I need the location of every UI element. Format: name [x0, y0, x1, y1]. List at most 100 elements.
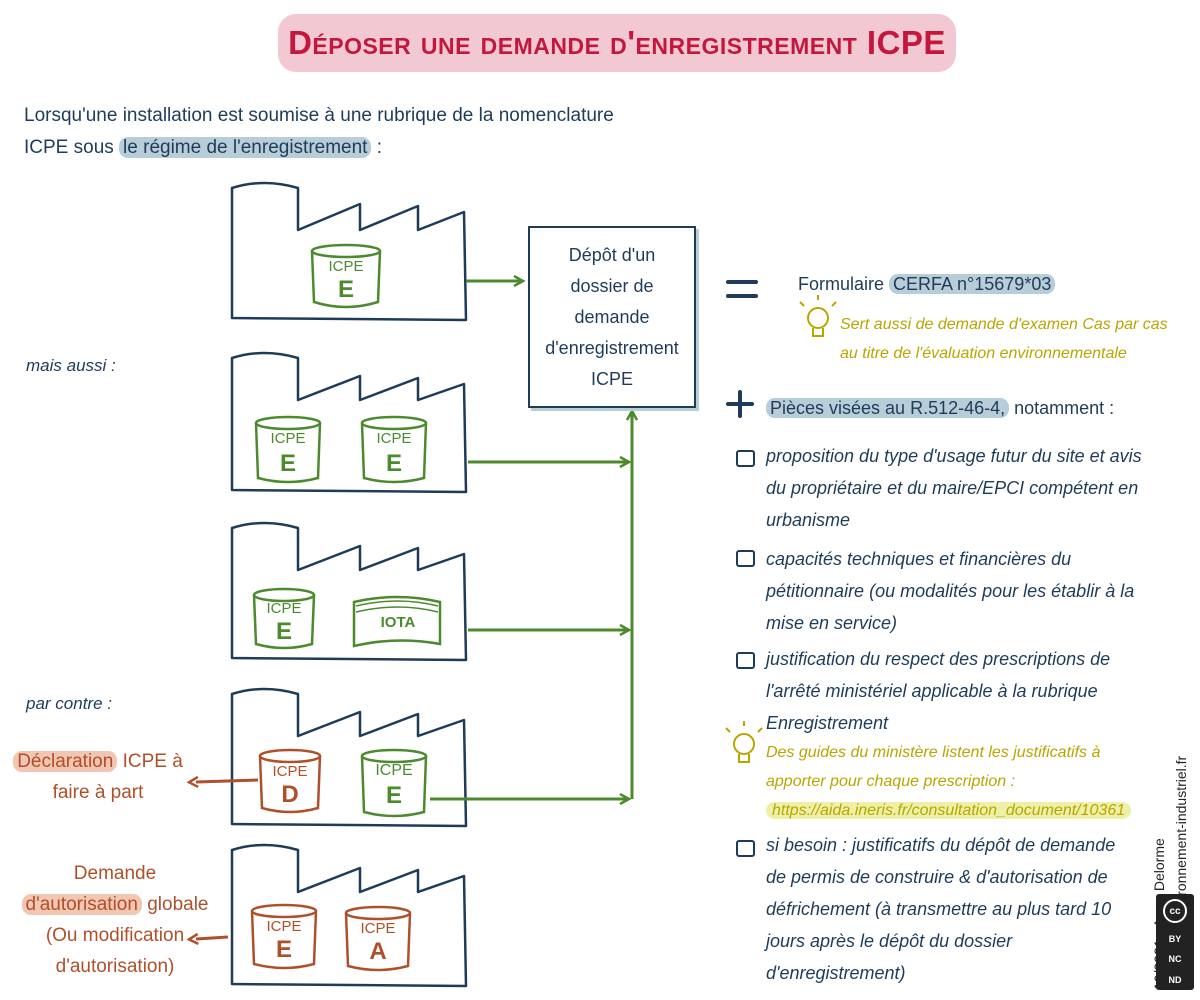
badge-icpe-3: ICPE	[376, 430, 412, 447]
list-item: justification du respect des prescriptio…	[766, 643, 1166, 739]
icpe-e-barrel-2	[254, 415, 322, 484]
declaration-highlight: Déclaration	[13, 751, 118, 772]
item-4-line-4: jours après le dépôt du dossier	[766, 931, 1013, 951]
depot-line-3: demande	[574, 306, 650, 327]
list-item: proposition du type d'usage futur du sit…	[766, 440, 1166, 536]
item-2-line-1: capacités techniques et financières du	[766, 549, 1072, 569]
list-item: capacités techniques et financières du p…	[766, 543, 1166, 639]
factory-icon	[230, 843, 468, 988]
badge-e-5: E	[385, 782, 402, 809]
item-4-line-5: d'enregistrement)	[766, 963, 906, 983]
nc-badge: NC	[1168, 954, 1182, 965]
iota-scroll	[352, 595, 442, 648]
badge-icpe-2: ICPE	[270, 430, 306, 447]
formulaire-prefix: Formulaire	[798, 274, 890, 294]
pieces-line: Pièces visées au R.512-46-4, notamment :	[766, 398, 1114, 419]
intro-prefix: ICPE sous	[24, 137, 114, 158]
autorisation-line-3: (Ou modification	[45, 925, 185, 946]
arrow-icon	[196, 937, 229, 939]
guides-line-1: Des guides du ministère listent les just…	[766, 744, 1101, 761]
badge-icpe-5: ICPE	[375, 762, 413, 779]
badge-icpe-4: ICPE	[266, 600, 302, 617]
declaration-rest: ICPE à	[117, 751, 183, 772]
creative-commons-icon: cc BY NC ND	[1156, 894, 1194, 990]
autorisation-rest: globale	[141, 894, 209, 915]
cerfa-note-line-2: au titre de l'évaluation environnemental…	[840, 345, 1127, 362]
list-item: si besoin : justificatifs du dépôt de de…	[766, 829, 1156, 989]
depot-dossier-box: Dépôt d'un dossier de demande d'enregist…	[528, 226, 696, 408]
cerfa-highlight: CERFA n°15679*03	[889, 274, 1056, 294]
nd-badge: ND	[1168, 974, 1182, 985]
mais-aussi-label: mais aussi :	[26, 356, 116, 375]
depot-line-2: dossier de	[570, 275, 654, 296]
badge-icpe-d: ICPE	[272, 763, 308, 780]
item-3-line-2: l'arrêté ministériel applicable à la rub…	[766, 681, 1098, 701]
equals-sign-drawing	[726, 280, 758, 298]
badge-iota: IOTA	[380, 614, 416, 631]
icpe-e-barrel-1	[310, 243, 382, 309]
page-title: Déposer une demande d'enregistrement ICP…	[288, 24, 946, 61]
declaration-line-2: faire à part	[52, 782, 144, 803]
pieces-highlight: Pièces visées au R.512-46-4,	[766, 398, 1010, 418]
item-2-line-2: pétitionnaire (ou modalités pour les éta…	[766, 581, 1135, 601]
cerfa-note-line-1: Sert aussi de demande d'examen Cas par c…	[840, 316, 1168, 333]
autorisation-line-1: Demande	[73, 863, 157, 884]
item-1-line-1: proposition du type d'usage futur du sit…	[766, 446, 1142, 466]
regime-highlight: le régime de l'enregistrement	[119, 137, 372, 158]
item-1-line-3: urbanisme	[766, 510, 851, 530]
autorisation-highlight: d'autorisation	[21, 894, 142, 915]
lightbulb-icon	[725, 721, 763, 763]
badge-icpe-1: ICPE	[328, 258, 364, 275]
by-badge: BY	[1168, 933, 1182, 944]
intro-text: Lorsqu'une installation est soumise à un…	[24, 100, 684, 164]
depot-line-5: ICPE	[590, 368, 633, 389]
item-4-line-3: défrichement (à transmettre au plus tard…	[766, 899, 1112, 919]
badge-d: D	[281, 781, 299, 808]
icpe-a-barrel	[344, 905, 412, 972]
factory-icon	[230, 181, 468, 322]
guides-note: Des guides du ministère listent les just…	[766, 738, 1156, 825]
cc-badge: cc	[1163, 899, 1187, 924]
depot-line-1: Dépôt d'un	[568, 244, 656, 265]
checkbox-icon	[736, 652, 755, 669]
checkbox-icon	[736, 550, 755, 567]
badge-e-2: E	[279, 450, 296, 477]
icpe-e-barrel-orange	[250, 903, 318, 970]
icpe-e-barrel-5	[360, 748, 428, 818]
checkbox-icon	[736, 450, 755, 467]
cerfa-note: Sert aussi de demande d'examen Cas par c…	[840, 310, 1168, 368]
item-1-line-2: du propriétaire et du maire/EPCI compéte…	[766, 478, 1139, 498]
intro-line-2: ICPE sous le régime de l'enregistrement …	[24, 132, 684, 164]
badge-e-6: E	[275, 936, 292, 963]
badge-e-3: E	[385, 450, 402, 477]
depot-line-4: d'enregistrement	[545, 337, 679, 358]
pieces-rest: notamment :	[1009, 398, 1115, 418]
item-4-line-1: si besoin : justificatifs du dépôt de de…	[766, 835, 1116, 855]
lightbulb-icon	[799, 295, 837, 337]
badge-icpe-6: ICPE	[266, 918, 302, 935]
badge-e-4: E	[275, 618, 292, 645]
item-3-line-1: justification du respect des prescriptio…	[766, 649, 1111, 669]
guides-line-2: apporter pour chaque prescription :	[766, 773, 1016, 790]
declaration-label: Déclaration ICPE à faire à part	[12, 746, 184, 808]
icpe-e-barrel-4	[252, 587, 316, 650]
factory-icon	[230, 351, 468, 494]
aida-link[interactable]: https://aida.ineris.fr/consultation_docu…	[766, 802, 1132, 819]
badge-e-1: E	[337, 276, 354, 303]
autorisation-line-4: d'autorisation)	[55, 956, 175, 977]
icpe-d-barrel	[258, 748, 322, 814]
badge-a: A	[369, 938, 387, 965]
intro-suffix: :	[371, 137, 383, 158]
intro-line-1: Lorsqu'une installation est soumise à un…	[24, 105, 614, 126]
arrow-icon	[196, 780, 259, 782]
item-3-line-3: Enregistrement	[766, 713, 889, 733]
item-4-line-2: de permis de construire & d'autorisation…	[766, 867, 1108, 887]
par-contre-label: par contre :	[26, 694, 112, 713]
item-2-line-3: mise en service)	[766, 613, 898, 633]
badge-icpe-a: ICPE	[360, 920, 396, 937]
icpe-e-barrel-3	[360, 415, 428, 484]
checkbox-icon	[736, 840, 755, 857]
factory-icon	[230, 521, 468, 662]
plus-sign-drawing	[726, 390, 754, 418]
